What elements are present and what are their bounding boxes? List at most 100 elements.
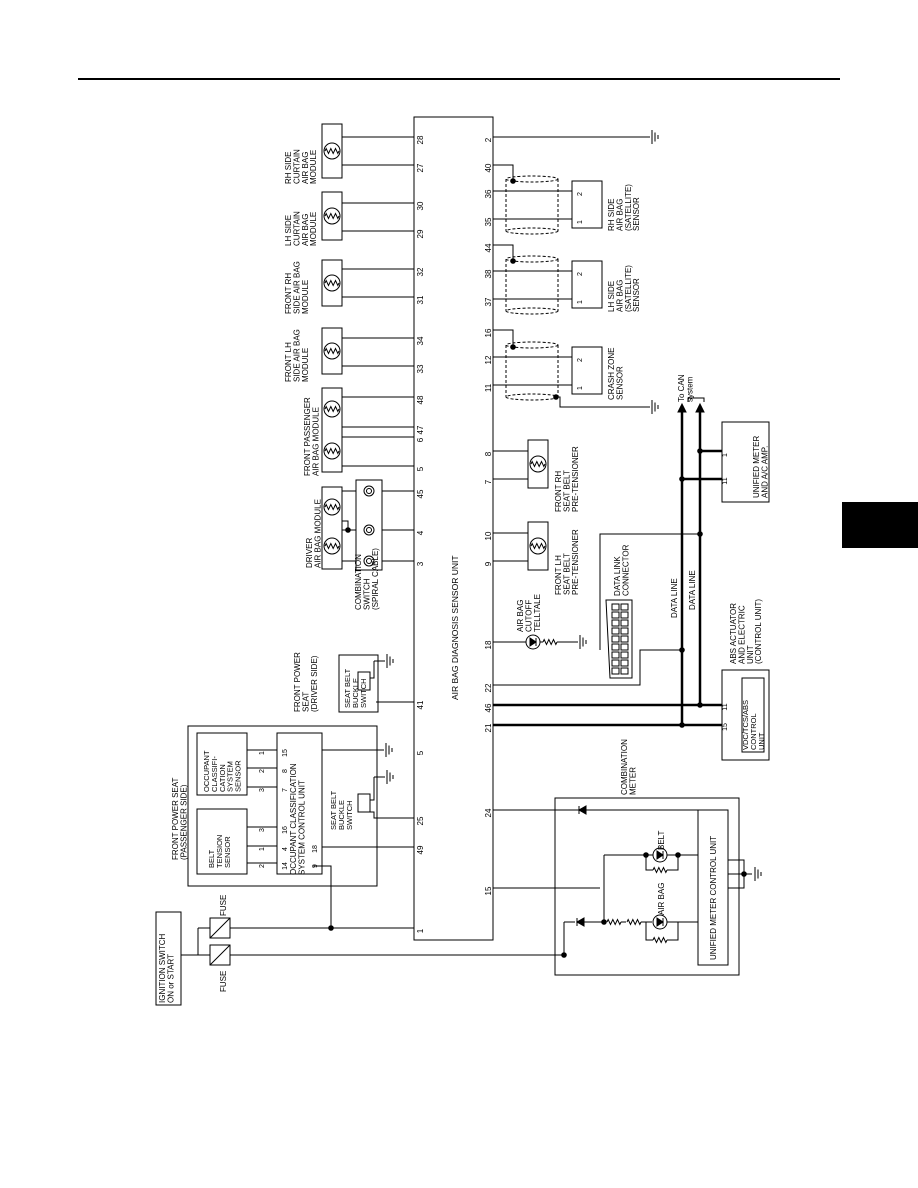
- dlc-pin-icon: [611, 619, 620, 627]
- dlc-pin-icon: [620, 659, 629, 667]
- squib-icon: [324, 347, 340, 355]
- asdu-pin-label: 9: [484, 561, 493, 566]
- wire: [645, 922, 653, 941]
- section-index-tab: [842, 502, 918, 548]
- resistor-icon: [626, 918, 642, 926]
- wire: [493, 329, 514, 345]
- abs-actuator-and-electric-unit: [721, 669, 770, 761]
- front-power-seat-passenger: [187, 725, 378, 887]
- resistor-icon: [652, 866, 668, 874]
- occupant-control-unit-label: OCCUPANT CLASSIFICATIONSYSTEM CONTROL UN…: [289, 763, 306, 875]
- pin-label: 2: [259, 864, 266, 868]
- air-bag-cutoff-label: AIR BAGCUTOFFTELLTALE: [516, 594, 542, 632]
- driver-air-bag-module: [321, 486, 343, 570]
- unified-meter-control-label: UNIFIED METER CONTROL UNIT: [709, 836, 718, 960]
- seat-belt-buckle-switch-label: SEAT BELTBUCKLESWITCH: [329, 790, 354, 830]
- dlc-pin-icon: [611, 611, 620, 619]
- pin-label: 16: [282, 826, 289, 834]
- squib-icon: [529, 455, 547, 473]
- rh-side-air-bag-satellite-sensor: [571, 180, 603, 229]
- buckle-switch-icon: [357, 671, 371, 691]
- dlc-pin-icon: [620, 603, 629, 611]
- bracket: [687, 397, 705, 402]
- asdu-pin-label: 27: [416, 163, 425, 172]
- dlc-pin-icon: [611, 667, 620, 675]
- pin-label: 1: [259, 847, 266, 851]
- asdu-pin-label: 8: [484, 451, 493, 456]
- wire: [493, 244, 514, 259]
- junction-dot: [510, 344, 516, 350]
- asdu-label: AIR BAG DIAGNOSIS SENSOR UNIT: [450, 555, 460, 700]
- dlc-pin-icon: [611, 627, 620, 635]
- front-passenger-air-bag-module: [321, 387, 343, 473]
- spiral-cable-icon: [363, 524, 375, 536]
- wire: [370, 811, 414, 819]
- junction-dot: [697, 531, 703, 537]
- combination-switch-label: COMBINATIONSWITCH(SPIRAL CABLE): [354, 548, 380, 610]
- wire: [556, 396, 650, 408]
- vdc-tcs-abs-control-unit: [741, 677, 765, 753]
- lh-side-air-bag-satellite-sensor-label: LH SIDEAIR BAG(SATELLITE)SENSOR: [607, 265, 641, 312]
- unified-meter-and-ac-amp: [721, 421, 770, 503]
- junction-dot: [741, 871, 747, 877]
- pin-label: 4: [282, 847, 289, 851]
- dlc-pin-icon: [620, 651, 629, 659]
- asdu-pin-label: 29: [416, 229, 425, 238]
- dlc-pin-icon: [611, 643, 620, 651]
- rh-side-curtain-air-bag-module: [321, 123, 343, 179]
- abs-actuator-label: ABS ACTUATORAND ELECTRICUNIT(CONTROL UNI…: [729, 599, 763, 664]
- data-link-connector: [605, 599, 633, 679]
- asdu-pin-label: 11: [484, 383, 493, 392]
- asdu-pin-label: 49: [416, 845, 425, 854]
- crash-zone-sensor-label: CRASH ZONESENSOR: [607, 348, 624, 400]
- pin-label: 14: [282, 862, 289, 870]
- asdu-pin-label: 1: [416, 928, 425, 933]
- asdu-pin-label: 21: [484, 723, 493, 732]
- pin-label: 1: [722, 453, 729, 457]
- unified-meter-ac-label: UNIFIED METERAND A/C AMP.: [752, 436, 769, 498]
- asdu-pin-label: 44: [484, 243, 493, 252]
- lh-side-air-bag-satellite-sensor: [571, 260, 603, 309]
- front-power-seat-driver-label: FRONT POWERSEAT(DRIVER SIDE): [293, 652, 319, 712]
- driver-label: DRIVERAIR BAG MODULE: [305, 499, 322, 568]
- pin-label: 15: [282, 749, 289, 757]
- asdu-pin-label: 33: [416, 364, 425, 373]
- combination-meter: [554, 797, 740, 976]
- pin-label: 1: [259, 751, 266, 755]
- asdu-pin-label: 28: [416, 135, 425, 144]
- pin-label: 1: [577, 300, 584, 304]
- ignition-switch-label: IGNITION SWITCHON or START: [158, 933, 175, 1003]
- pin-label: 7: [282, 788, 289, 792]
- air-bag-lamp-label: AIR BAG: [657, 883, 666, 915]
- asdu-pin-label: 24: [484, 808, 493, 817]
- squib-icon: [323, 207, 341, 225]
- wire: [667, 855, 679, 871]
- front-passenger-label: FRONT PASSENGERAIR BAG MODULE: [303, 397, 320, 476]
- squib-icon: [324, 405, 340, 413]
- wire: [370, 661, 375, 679]
- wire: [645, 855, 653, 871]
- junction-dot: [561, 952, 567, 958]
- front-lh-pretensioner-label: FRONT LHSEAT BELTPRE-TENSIONER: [554, 529, 580, 595]
- front-lh-seat-belt-pretensioner: [527, 521, 549, 571]
- squib-icon: [530, 542, 546, 550]
- asdu-pin-label: 31: [416, 295, 425, 304]
- front-rh-side-air-bag-module: [321, 259, 343, 307]
- squib-icon: [323, 274, 341, 292]
- asdu-pin-label: 32: [416, 267, 425, 276]
- squib-icon: [529, 537, 547, 555]
- fuse-icon: [209, 917, 231, 939]
- pin-label: 3: [259, 828, 266, 832]
- junction-dot: [679, 722, 685, 728]
- asdu-pin-label: 7: [484, 479, 493, 484]
- asdu-pin-label: 25: [416, 816, 425, 825]
- combination-meter-label: COMBINATIONMETER: [620, 739, 637, 795]
- unified-meter-control-unit: [697, 809, 729, 966]
- air-bag-warning-lamp-icon: [652, 914, 668, 930]
- buckle-switch-icon: [357, 793, 371, 813]
- lh-side-curtain-air-bag-module-label: LH SIDECURTAINAIR BAGMODULE: [284, 211, 318, 246]
- dlc-pin-icon: [620, 627, 629, 635]
- air-bag-warning-lamp-icon: [656, 917, 664, 927]
- squib-icon: [324, 212, 340, 220]
